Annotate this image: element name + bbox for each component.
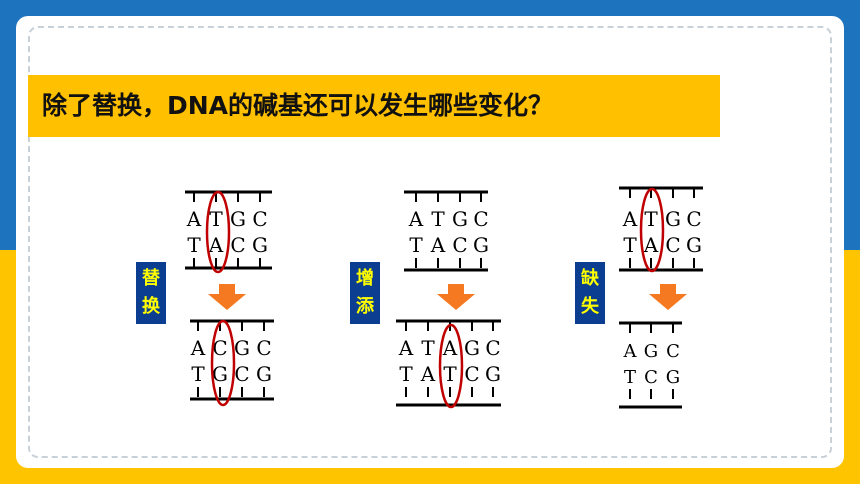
title-bar	[28, 75, 720, 137]
base-letter: A	[622, 207, 638, 231]
label-char: 增	[356, 268, 374, 289]
label-char: 替	[142, 268, 160, 289]
base-letter: C	[230, 233, 245, 257]
base-letter: A	[643, 233, 659, 257]
base-letter: G	[485, 362, 501, 386]
label-char: 换	[142, 296, 160, 317]
base-letter: C	[234, 362, 249, 386]
down-arrow-icon	[649, 284, 687, 310]
base-letter: T	[209, 207, 223, 231]
base-letter: C	[464, 362, 479, 386]
base-letter: A	[623, 341, 638, 362]
down-arrow-icon	[208, 284, 246, 310]
dna-segment-deletion-after: A G C T C G	[619, 321, 682, 409]
base-letter: T	[644, 207, 658, 231]
base-letter: T	[409, 233, 423, 257]
label-insertion: 增 添	[350, 262, 380, 324]
label-char: 添	[356, 296, 374, 317]
base-letter: A	[442, 336, 458, 360]
base-letter: C	[665, 233, 680, 257]
base-letter: T	[623, 233, 637, 257]
highlight-ellipse	[438, 323, 464, 409]
base-letter: G	[686, 233, 702, 257]
base-letter: C	[212, 336, 227, 360]
dna-segment-deletion-before: A T G C T A C G	[619, 186, 703, 273]
base-letter: A	[208, 233, 224, 257]
base-letter: C	[485, 336, 500, 360]
base-letter: C	[644, 367, 658, 388]
base-letter: G	[666, 367, 680, 388]
highlight-ellipse	[205, 190, 231, 274]
base-letter: G	[464, 336, 480, 360]
down-arrow-icon	[437, 284, 475, 310]
base-letter: T	[191, 362, 205, 386]
base-letter: G	[473, 233, 489, 257]
slide-title: 除了替换，DNA的碱基还可以发生哪些变化？	[42, 91, 554, 120]
base-letter: C	[686, 207, 701, 231]
dna-segment-substitution-before: A T G C T A C G	[185, 190, 272, 274]
base-letter: G	[452, 207, 468, 231]
base-letter: A	[190, 336, 206, 360]
label-char: 失	[581, 296, 599, 317]
base-letter: T	[624, 367, 636, 388]
base-letter: T	[187, 233, 201, 257]
base-letter: A	[420, 362, 436, 386]
base-letter: C	[452, 233, 467, 257]
base-letter: C	[666, 341, 680, 362]
base-letter: G	[256, 362, 272, 386]
base-letter: T	[431, 207, 445, 231]
base-letter: G	[234, 336, 250, 360]
base-letter: T	[399, 362, 413, 386]
base-letter: G	[212, 362, 228, 386]
base-letter: C	[473, 207, 488, 231]
base-letter: G	[230, 207, 246, 231]
label-substitution: 替 换	[136, 262, 166, 324]
highlight-ellipse	[210, 319, 236, 407]
label-char: 缺	[581, 268, 599, 289]
base-letter: A	[430, 233, 446, 257]
slide-dashed-border	[28, 26, 832, 458]
base-letter: A	[398, 336, 414, 360]
base-letter: T	[421, 336, 435, 360]
base-letter: G	[252, 233, 268, 257]
base-letter: C	[256, 336, 271, 360]
label-deletion: 缺 失	[575, 262, 605, 324]
dna-segment-insertion-before: A T G C T A C G	[404, 190, 489, 272]
dna-segment-substitution-after: A C G C T G C G	[190, 319, 274, 407]
base-letter: T	[443, 362, 457, 386]
base-letter: C	[252, 207, 267, 231]
base-letter: G	[644, 341, 658, 362]
base-letter: A	[408, 207, 424, 231]
highlight-ellipse	[639, 187, 665, 273]
base-letter: G	[665, 207, 681, 231]
dna-segment-insertion-after: A T A G C T A T C G	[396, 319, 501, 409]
base-letter: A	[186, 207, 202, 231]
